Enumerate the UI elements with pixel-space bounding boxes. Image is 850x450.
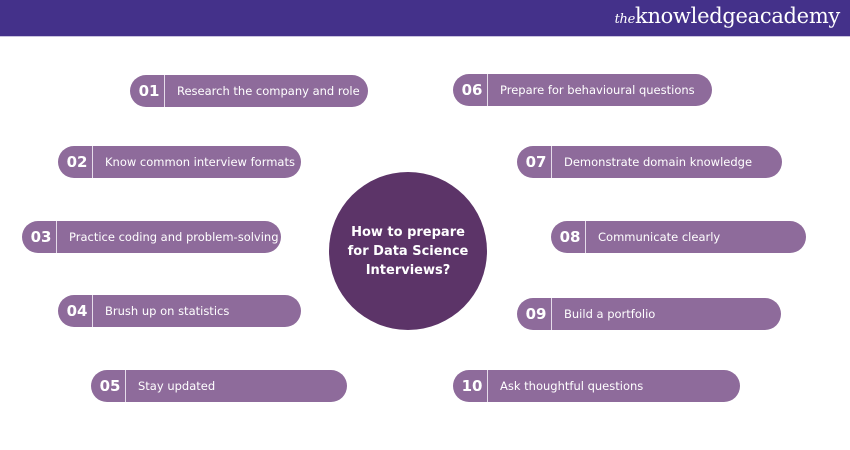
step-pill-04: 04 Brush up on statistics <box>58 295 301 327</box>
step-label: Demonstrate domain knowledge <box>564 155 753 169</box>
step-number: 04 <box>62 295 93 327</box>
step-label: Prepare for behavioural questions <box>500 83 695 97</box>
header-bar: theknowledgeacademy <box>0 0 850 37</box>
step-pill-10: 10 Ask thoughtful questions <box>453 370 740 402</box>
step-label: Communicate clearly <box>598 230 721 244</box>
step-pill-08: 08 Communicate clearly <box>551 221 806 253</box>
step-label: Ask thoughtful questions <box>500 379 644 393</box>
step-number: 01 <box>134 75 165 107</box>
step-pill-03: 03 Practice coding and problem-solving <box>22 221 281 253</box>
step-label: Brush up on statistics <box>105 304 230 318</box>
step-label: Stay updated <box>138 379 216 393</box>
step-pill-05: 05 Stay updated <box>91 370 347 402</box>
center-topic-circle: How to prepare for Data Science Intervie… <box>329 172 487 330</box>
step-number: 08 <box>555 221 586 253</box>
step-pill-01: 01 Research the company and role <box>130 75 368 107</box>
brand-logo: theknowledgeacademy <box>614 4 841 28</box>
step-pill-02: 02 Know common interview formats <box>58 146 301 178</box>
step-number: 03 <box>26 221 57 253</box>
logo-text: knowledgeacademy <box>635 4 840 28</box>
logo-prefix: the <box>614 12 636 27</box>
center-title: How to prepare for Data Science Intervie… <box>347 224 469 278</box>
step-number: 02 <box>62 146 93 178</box>
step-number: 05 <box>95 370 126 402</box>
step-number: 07 <box>521 146 552 178</box>
step-pill-07: 07 Demonstrate domain knowledge <box>517 146 782 178</box>
step-pill-09: 09 Build a portfolio <box>517 298 781 330</box>
step-label: Practice coding and problem-solving <box>69 230 279 244</box>
step-pill-06: 06 Prepare for behavioural questions <box>453 74 712 106</box>
step-label: Build a portfolio <box>564 307 656 321</box>
step-label: Know common interview formats <box>105 155 295 169</box>
step-number: 09 <box>521 298 552 330</box>
step-label: Research the company and role <box>177 84 360 98</box>
step-number: 10 <box>457 370 488 402</box>
step-number: 06 <box>457 74 488 106</box>
